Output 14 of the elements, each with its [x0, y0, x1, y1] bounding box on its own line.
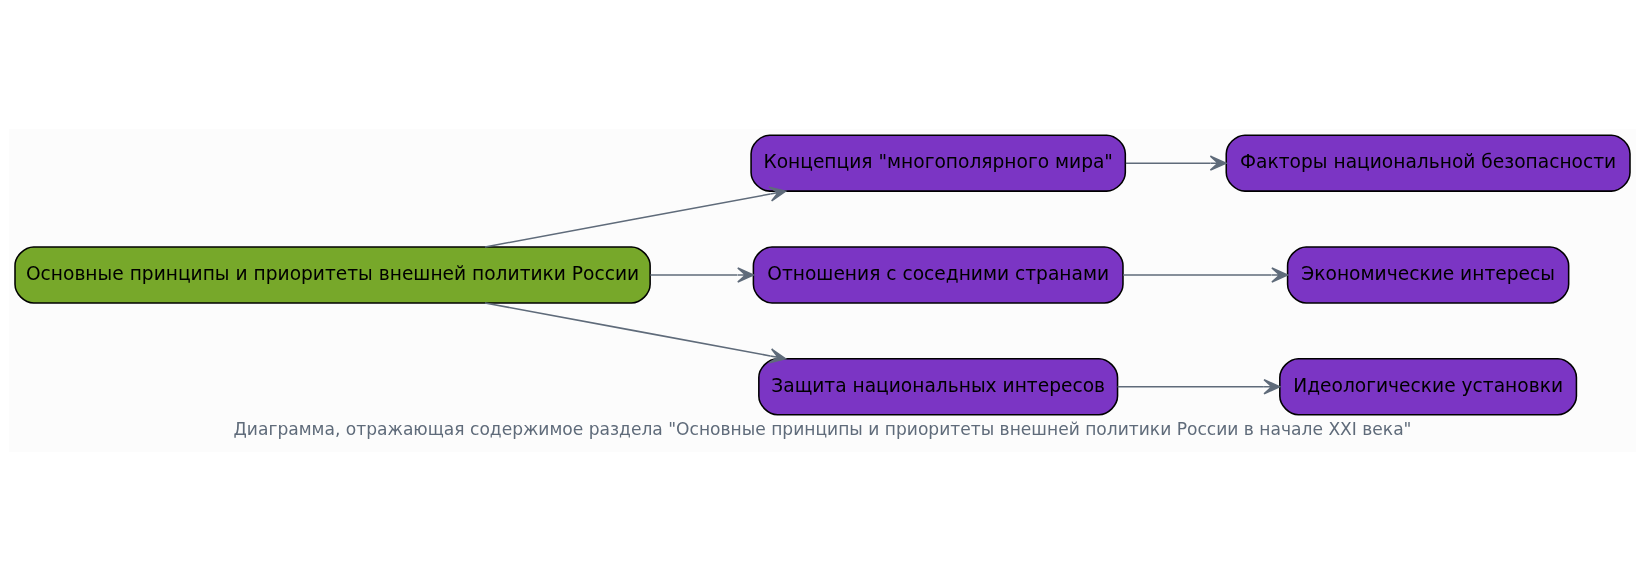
- node-box: Концепция "многополярного мира": [750, 133, 1127, 192]
- node-box: Основные принципы и приоритеты внешней политики России: [14, 245, 651, 304]
- node-box: Защита национальных интересов: [758, 357, 1119, 415]
- node-box: Факторы национальной безопасности: [1225, 133, 1631, 192]
- arrow: [484, 301, 787, 364]
- arrow: [484, 185, 787, 248]
- node-box: Экономические интересы: [1286, 245, 1570, 304]
- node-box: Отношения с соседними странами: [752, 245, 1124, 304]
- arrow: [1122, 266, 1289, 283]
- node-box: Идеологические установки: [1279, 357, 1578, 415]
- diagram-title: Диаграмма, отражающая содержимое раздела "Основные принципы и приоритеты внешней политики России в начале XXI века": [233, 418, 1412, 439]
- arrow: [649, 266, 755, 283]
- arrow: [1116, 378, 1281, 395]
- arrow: [1125, 154, 1227, 171]
